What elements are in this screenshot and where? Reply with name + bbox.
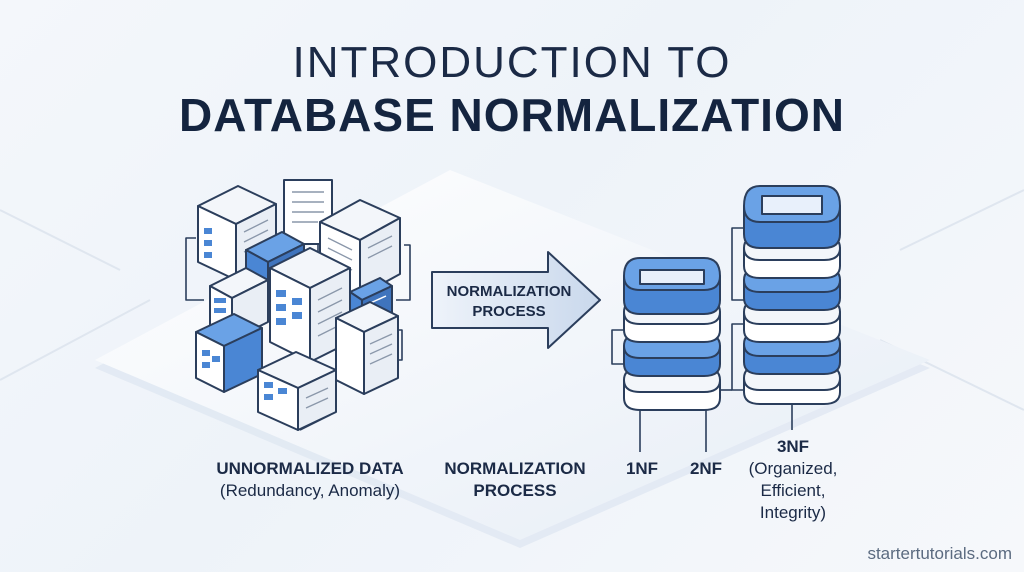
3nf-line1: (Organized, [748, 459, 838, 478]
1nf-label: 1NF [625, 459, 659, 478]
arrow-label-line2: PROCESS [472, 303, 546, 320]
unnormalized-subtitle: (Redundancy, Anomaly) [219, 481, 401, 500]
page-title-line1: INTRODUCTION TO [292, 38, 732, 87]
stack-top-highlighted [623, 257, 721, 315]
process-label: NORMALIZATION PROCESS [420, 458, 610, 502]
2nf-label: 2NF [689, 459, 723, 478]
unnormalized-title: UNNORMALIZED DATA [216, 459, 404, 478]
stack-top-highlighted [743, 185, 841, 249]
page-title-line2: DATABASE NORMALIZATION [179, 89, 845, 141]
normalized-stack-3nf [720, 185, 841, 430]
arrow-label: NORMALIZATION PROCESS [424, 282, 594, 322]
process-label-line2: PROCESS [473, 481, 557, 500]
data-cube [257, 351, 337, 431]
process-arrow [431, 251, 601, 349]
data-cube [195, 313, 263, 393]
watermark: startertutorials.com [867, 544, 1012, 563]
process-label-line1: NORMALIZATION [444, 459, 586, 478]
unnormalized-data-label: UNNORMALIZED DATA (Redundancy, Anomaly) [180, 458, 440, 502]
3nf-line3: Integrity) [759, 503, 827, 522]
3nf-title: 3NF [776, 437, 810, 456]
normalized-stack-1nf-2nf [611, 257, 721, 452]
unnormalized-data-cluster [185, 179, 411, 431]
3nf-line2: Efficient, [760, 481, 826, 500]
arrow-label-line1: NORMALIZATION [446, 283, 572, 300]
data-cube [335, 301, 399, 395]
3nf-label: 3NF (Organized, Efficient, Integrity) [738, 436, 848, 524]
